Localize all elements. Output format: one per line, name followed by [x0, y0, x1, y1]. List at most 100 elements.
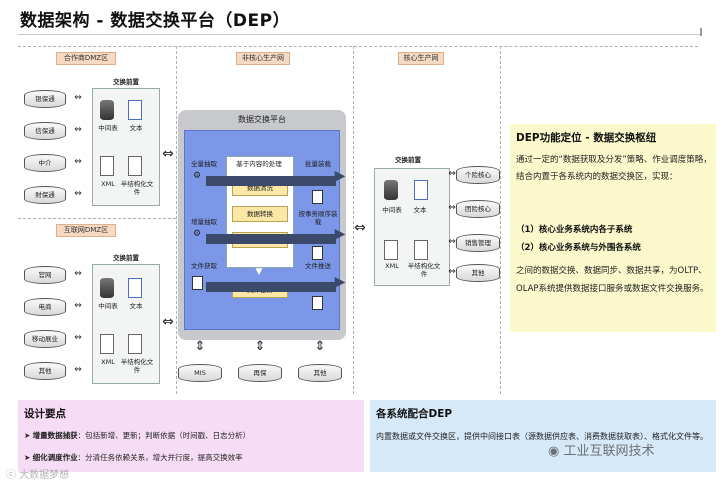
double-arrow-icon: ⇔ — [448, 203, 456, 213]
dep-inc-extract: 增量抽取 — [191, 218, 217, 226]
front-item-text: 文本 — [129, 124, 143, 132]
double-arrow-icon: ⇔ — [74, 269, 82, 279]
file-icon — [192, 276, 203, 290]
front-item-text: 文本 — [413, 206, 427, 214]
system-left-bottom-1: 官网 — [24, 266, 66, 284]
zone-label-noncore: 非核心生产网 — [236, 52, 290, 65]
right-arrow-icon: ▶ — [334, 168, 346, 184]
system-right-1: 个险核心 — [456, 166, 500, 184]
wechat-icon: ◉ — [548, 444, 564, 459]
vertical-double-arrow-icon: ⇕ — [254, 339, 266, 354]
xml-file-icon — [384, 240, 398, 260]
watermark-right-text: 工业互联网技术 — [563, 444, 655, 459]
title-divider — [18, 34, 700, 35]
double-arrow-icon: ⇔ — [162, 146, 174, 162]
right-arrow-icon: ▶ — [334, 226, 346, 242]
design-line-2: ➤ 细化调度作业：分清任务依赖关系，增大并行度，提高交换效率 — [24, 452, 360, 463]
title-marker — [700, 28, 702, 36]
double-arrow-icon: ⇔ — [448, 169, 456, 179]
vertical-double-arrow-icon: ⇕ — [314, 339, 326, 354]
database-icon — [384, 180, 398, 200]
step-data-transform: 数据转换 — [232, 206, 288, 222]
system-left-bottom-2: 电商 — [24, 298, 66, 316]
system-left-top-3: 中介 — [24, 154, 66, 172]
double-arrow-icon: ⇔ — [448, 237, 456, 247]
front-item-xml: XML — [101, 358, 115, 366]
document-icon — [414, 180, 428, 200]
dep-content-process: 基于内容的处理 — [236, 160, 282, 168]
dep-role-item1: （1）核心业务系统内各子系统 — [516, 225, 633, 235]
front-item-middle-table: 中间表 — [382, 206, 402, 214]
cooperate-panel — [370, 400, 716, 472]
watermark-left: ⓒ 大数据梦想 — [6, 466, 69, 481]
dep-role-item2: （2）核心业务系统与外围各系统 — [516, 243, 641, 253]
double-arrow-icon: ⇔ — [448, 267, 456, 277]
vertical-double-arrow-icon: ⇕ — [194, 339, 206, 354]
design-heading: 设计要点 — [24, 408, 66, 420]
front-item-xml: XML — [385, 262, 399, 270]
dep-batch-load: 批量装载 — [305, 160, 331, 168]
document-icon — [128, 100, 142, 120]
down-arrow-icon: ▼ — [255, 267, 263, 277]
double-arrow-icon: ⇔ — [74, 333, 82, 343]
front-item-semistructured: 半结构化文件 — [120, 358, 154, 374]
zone-divider-top — [18, 46, 698, 47]
gear-file-icon — [128, 334, 142, 354]
double-arrow-icon: ⇔ — [74, 157, 82, 167]
design-l2-rest: ：分清任务依赖关系，增大并行度，提高交换效率 — [77, 453, 243, 462]
system-left-top-2: 信保通 — [24, 122, 66, 140]
bullet-arrow-icon: ➤ — [24, 431, 33, 440]
system-bottom-1: MIS — [178, 364, 222, 382]
front-item-text: 文本 — [129, 302, 143, 310]
double-arrow-icon: ⇔ — [162, 314, 174, 330]
document-icon — [128, 278, 142, 298]
design-l1-bold: 增量数据捕获 — [32, 431, 78, 440]
flow-arrow — [206, 234, 336, 244]
dep-file-push: 文件推送 — [305, 262, 331, 270]
flow-arrow — [206, 282, 336, 292]
front-item-semistructured: 半结构化文件 — [407, 262, 441, 278]
design-l1-rest: ：包括新增、更新；判断依据（时间戳、日志分析） — [77, 431, 251, 440]
page-title: 数据架构 - 数据交换平台（DEP） — [20, 11, 291, 31]
zone-divider-h — [18, 218, 176, 219]
double-arrow-icon: ⇔ — [74, 365, 82, 375]
zone-divider-right — [500, 46, 501, 394]
gear-file-icon — [414, 240, 428, 260]
cooperate-text: 内置数据或文件交换区，提供中间接口表（源数据供应表、消费数据获取表）、格式化文件… — [376, 432, 708, 441]
double-arrow-icon: ⇔ — [74, 125, 82, 135]
gear-icon: ⚙ — [192, 171, 202, 181]
dep-file-get: 文件获取 — [191, 262, 217, 270]
gear-file-icon — [128, 156, 142, 176]
database-icon — [100, 278, 114, 298]
design-line-1: ➤ 增量数据捕获：包括新增、更新；判断依据（时间戳、日志分析） — [24, 430, 360, 441]
double-arrow-icon: ⇔ — [354, 220, 366, 236]
database-icon — [100, 100, 114, 120]
design-l2-bold: 细化调度作业 — [32, 453, 78, 462]
design-points-panel — [18, 400, 364, 472]
front-item-xml: XML — [101, 180, 115, 188]
front-item-semistructured: 半结构化文件 — [120, 180, 154, 196]
file-icon — [312, 246, 323, 260]
zone-label-internet-dmz: 互联网DMZ区 — [56, 224, 116, 237]
bullet-arrow-icon: ➤ — [24, 453, 33, 462]
dep-role-text2: 之间的数据交换、数据同步、数据共享，为OLTP、OLAP系统提供数据接口服务或数… — [516, 266, 709, 294]
watermark-logo-icon: ⓒ — [6, 470, 20, 481]
zone-divider-left — [176, 46, 177, 394]
zone-label-core: 核心生产网 — [398, 52, 444, 65]
watermark-left-text: 大数据梦想 — [19, 470, 70, 481]
double-arrow-icon: ⇔ — [74, 93, 82, 103]
system-right-2: 团险核心 — [456, 200, 500, 218]
zone-label-partner-dmz: 合作商DMZ区 — [56, 52, 116, 65]
file-icon — [312, 190, 323, 204]
front-item-middle-table: 中间表 — [98, 124, 118, 132]
system-left-bottom-4: 其他 — [24, 362, 66, 380]
gear-icon: ⚙ — [192, 229, 202, 239]
dep-role-text1: 通过一定的“数据获取及分发”策略、作业调度策略，结合内置于各系统内的数据交换区，… — [516, 155, 712, 182]
system-left-bottom-3: 移动展业 — [24, 330, 66, 348]
front-label-top: 交换前置 — [113, 78, 139, 86]
system-right-4: 其他 — [456, 264, 500, 282]
system-right-3: 销售管理 — [456, 234, 500, 252]
file-icon — [312, 296, 323, 310]
system-bottom-2: 再保 — [238, 364, 282, 382]
right-arrow-icon: ▶ — [334, 274, 346, 290]
